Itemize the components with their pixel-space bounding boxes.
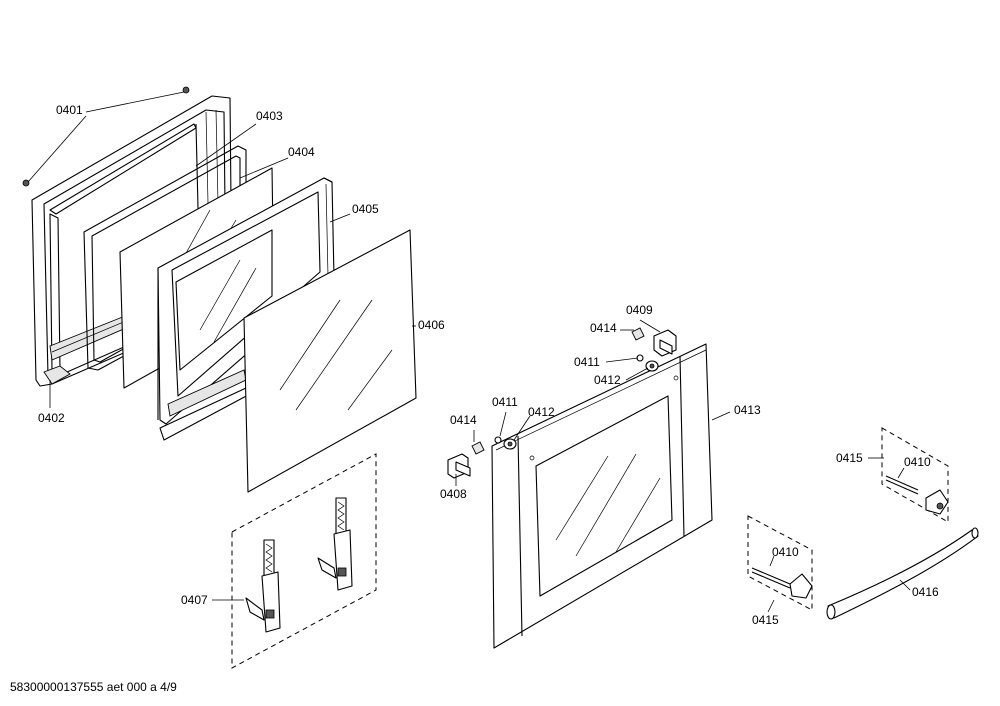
label-0412-left: 0412 [528, 405, 555, 419]
label-0408: 0408 [440, 487, 467, 501]
door-handle-bar [826, 527, 979, 620]
label-0416: 0416 [912, 585, 939, 599]
glass-holder-frame [157, 177, 335, 441]
label-0409: 0409 [626, 303, 653, 317]
label-0413: 0413 [734, 403, 761, 417]
label-0411-right: 0411 [574, 355, 600, 369]
left-clip [471, 441, 485, 455]
label-0406: 0406 [418, 318, 445, 332]
screw-icon [22, 86, 190, 187]
hinge-set [231, 453, 377, 669]
right-bracket [653, 329, 677, 357]
label-0403: 0403 [256, 109, 283, 123]
label-0410-upper: 0410 [904, 455, 931, 469]
handle-mount-lower [747, 515, 813, 611]
label-0411-left: 0411 [492, 395, 518, 409]
drawing-reference-code: 58300000137555 aet 000 a 4/9 [10, 680, 177, 694]
left-washer [494, 436, 502, 444]
leader-lines [27, 91, 911, 613]
left-bushing [503, 438, 517, 450]
label-0410-lower: 0410 [772, 545, 799, 559]
label-0412-right: 0412 [594, 373, 621, 387]
label-0402: 0402 [38, 411, 65, 425]
label-0404: 0404 [288, 145, 315, 159]
handle-mount-upper [881, 427, 949, 523]
label-0414-left: 0414 [450, 413, 477, 427]
label-0407: 0407 [181, 593, 208, 607]
label-0405: 0405 [352, 202, 379, 216]
label-0401: 0401 [56, 103, 83, 117]
part-labels: 0401 0402 0403 0404 0405 0406 0407 0408 … [38, 103, 939, 627]
left-bracket [447, 453, 471, 479]
label-0414-right: 0414 [590, 321, 617, 335]
outer-door-panel [491, 343, 713, 649]
label-0415-lower: 0415 [752, 613, 779, 627]
label-0415-upper: 0415 [836, 451, 863, 465]
right-clip [631, 327, 645, 341]
right-bushing [645, 360, 659, 372]
front-glass-panel [243, 229, 417, 493]
